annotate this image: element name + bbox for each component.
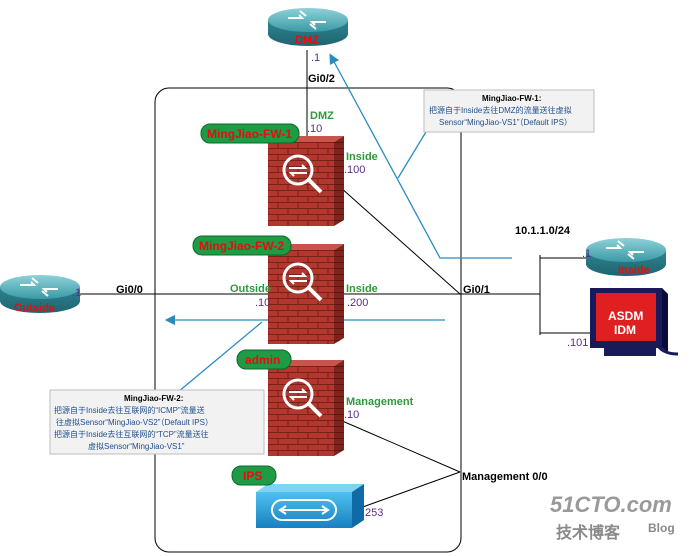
- fw2-name-tag: [192, 235, 292, 256]
- inside-router-ip: .1: [582, 248, 591, 260]
- ips-name-tag: [231, 465, 277, 486]
- dmz-router-icon[interactable]: [268, 8, 348, 46]
- fw1-inside-label: Inside: [346, 151, 378, 163]
- ips-module-icon[interactable]: [256, 484, 364, 528]
- fw2-outside-label: Outside: [230, 283, 271, 295]
- link-admin-mgmt: [339, 419, 461, 473]
- note-fw1-line-1: 把源自于Inside去往DMZ的流量送往虚拟: [429, 105, 572, 115]
- dmz-router-name: DMZ: [295, 34, 319, 46]
- asdm-label-line1: ASDM: [608, 309, 643, 323]
- flow-inside-to-dmz-arrow: [329, 53, 512, 259]
- note-fw2-box: [49, 389, 265, 455]
- gi01-label: Gi0/1: [463, 284, 490, 296]
- note-fw2-line-2: 往虚拟Sensor“MingJiao-VS2”（Default IPS）: [56, 417, 213, 427]
- fw2-inside-label: Inside: [346, 283, 378, 295]
- outside-router-icon[interactable]: [0, 275, 80, 313]
- subnet-label: 10.1.1.0/24: [515, 225, 571, 237]
- watermark-blog: Blog: [648, 521, 675, 535]
- fw2-firewall-icon[interactable]: [268, 244, 344, 344]
- note-fw2-callout: [177, 321, 263, 393]
- admin-name-tag: [236, 349, 292, 370]
- link-fw1-inside: [339, 186, 461, 295]
- ips-ip: .253: [362, 507, 383, 519]
- admin-firewall-icon[interactable]: [268, 360, 344, 456]
- watermark-site: 51CTO.com: [550, 492, 672, 517]
- admin-mgmt-label: Management: [346, 396, 414, 408]
- admin-name: admin: [245, 353, 280, 367]
- gi02-label: Gi0/2: [308, 73, 335, 85]
- mgmt00-label: Management 0/0: [462, 471, 548, 483]
- dmz-router-ip: .1: [311, 52, 320, 64]
- asdm-workstation-icon[interactable]: [590, 288, 679, 356]
- fw1-dmz-ip: .10: [307, 123, 322, 135]
- fw1-dmz-label: DMZ: [310, 110, 334, 122]
- admin-mgmt-ip: .10: [344, 409, 359, 421]
- note-fw2-title: MingJiao-FW-2:: [124, 394, 183, 403]
- fw1-name-tag: [200, 123, 300, 144]
- asdm-label-line2: IDM: [614, 323, 636, 337]
- inside-router-icon[interactable]: [586, 238, 666, 276]
- note-fw2-line-3: 把源自于Inside去往互联网的“TCP”流量送往: [54, 429, 209, 439]
- watermark-cn: 技术博客: [556, 523, 621, 542]
- outside-router-name: Outside: [14, 302, 55, 314]
- connection-lines: [70, 50, 595, 509]
- fw2-inside-ip: .200: [347, 297, 368, 309]
- note-fw2-line-1: 把源自于Inside去往互联网的“ICMP”流量送: [54, 405, 205, 415]
- note-fw1-title: MingJiao-FW-1:: [482, 94, 541, 103]
- fw2-outside-ip: .10: [255, 297, 270, 309]
- note-fw1-line-2: Sensor“MingJiao-VS1”（Default IPS）: [439, 118, 572, 127]
- inside-router-name: Inside: [618, 264, 650, 276]
- asa-chassis-box: [154, 87, 462, 553]
- link-ips-mgmt: [359, 471, 461, 509]
- outside-router-ip: .1: [72, 287, 81, 299]
- note-fw1-box: [423, 89, 595, 133]
- fw2-name: MingJiao-FW-2: [199, 239, 284, 253]
- fw1-inside-ip: .100: [344, 164, 365, 176]
- fw1-name: MingJiao-FW-1: [207, 127, 292, 141]
- fw1-firewall-icon[interactable]: [268, 136, 344, 226]
- asdm-ip: .101: [567, 337, 588, 349]
- gi00-label: Gi0/0: [116, 284, 143, 296]
- ips-name: IPS: [243, 469, 262, 483]
- note-fw2-line-4: 虚拟Sensor“MingJiao-VS1”: [88, 441, 185, 451]
